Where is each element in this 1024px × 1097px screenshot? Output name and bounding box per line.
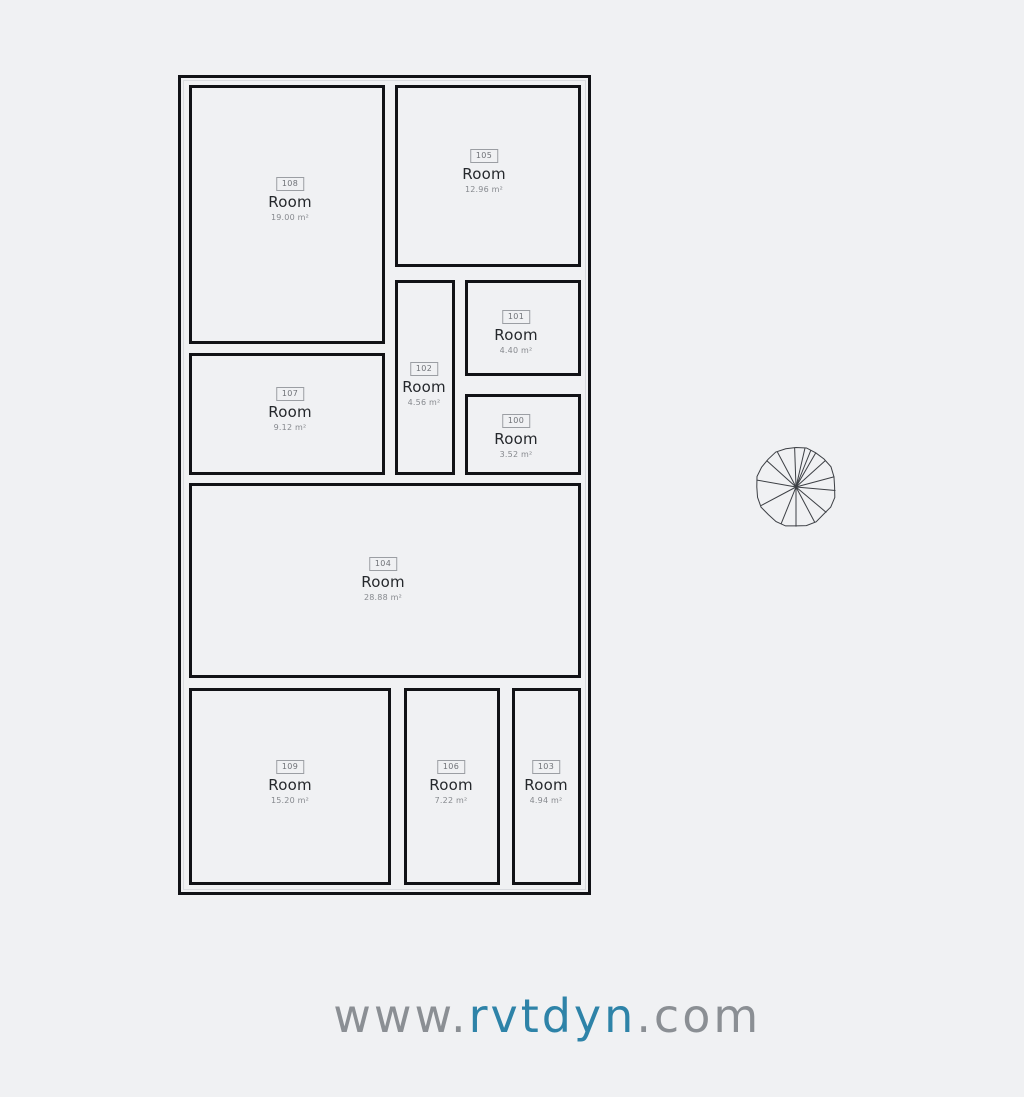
room-108[interactable] (189, 85, 385, 344)
room-103[interactable] (512, 688, 581, 885)
watermark-prefix: www. (333, 989, 469, 1043)
room-100[interactable] (465, 394, 581, 475)
room-109[interactable] (189, 688, 391, 885)
room-104[interactable] (189, 483, 581, 678)
watermark: www.rvtdyn.com (0, 935, 1024, 1097)
room-107[interactable] (189, 353, 385, 475)
room-101[interactable] (465, 280, 581, 376)
room-102[interactable] (395, 280, 455, 475)
room-105[interactable] (395, 85, 581, 267)
watermark-suffix: .com (636, 989, 762, 1043)
watermark-brand: rvtdyn (468, 989, 637, 1043)
room-106[interactable] (404, 688, 500, 885)
compass-north-icon (756, 447, 836, 527)
